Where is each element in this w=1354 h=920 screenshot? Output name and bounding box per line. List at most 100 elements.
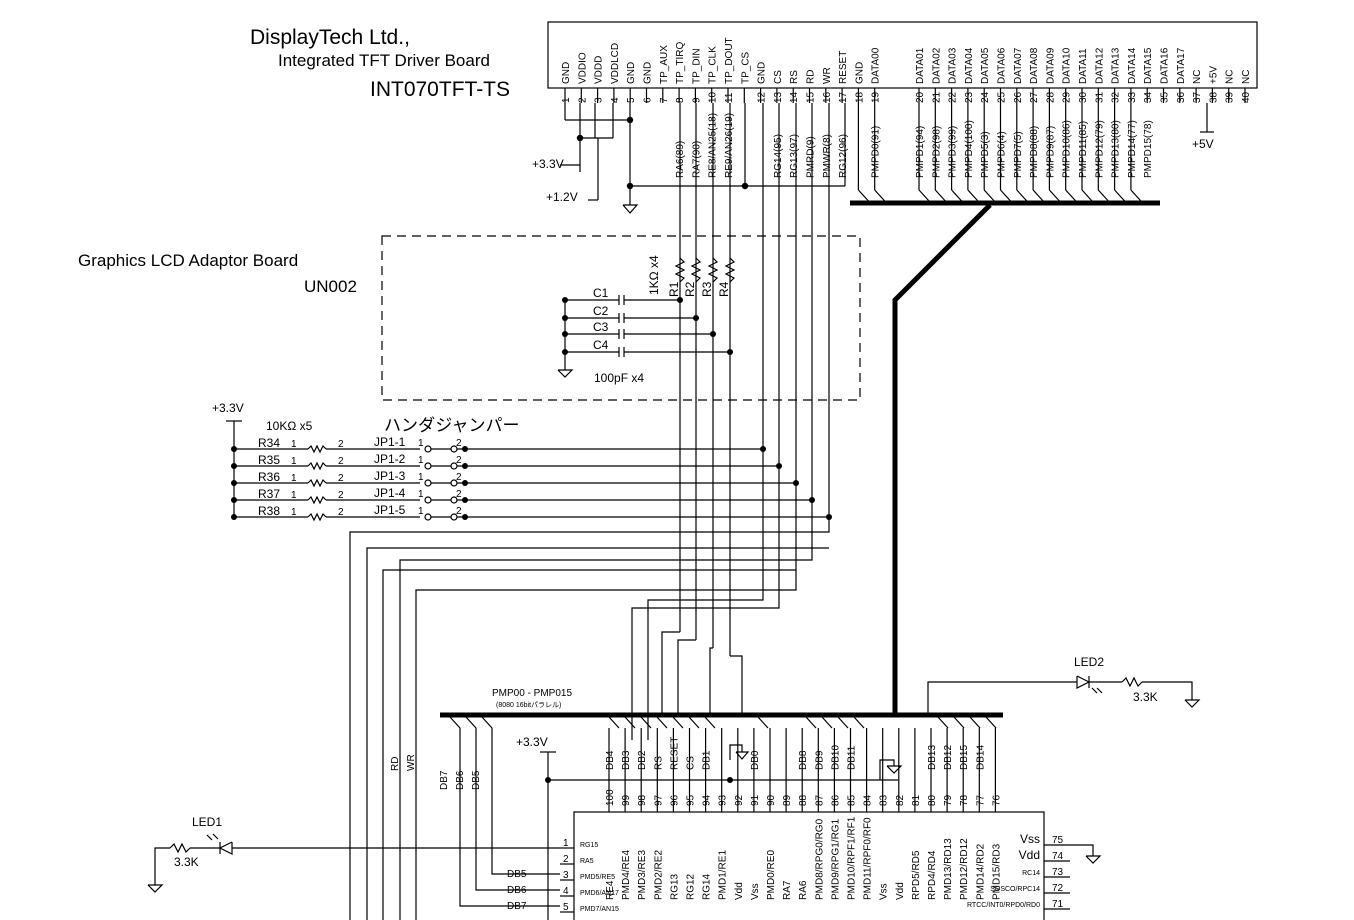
tft-pin-name: RD (806, 70, 817, 84)
mcu-top-net: DB0 (750, 750, 761, 770)
mcu-top-net: DB1 (702, 750, 713, 770)
tft-pin-name: VDDLCD (610, 43, 621, 84)
tft-pin-number: 20 (915, 91, 926, 103)
jumper-resistor-label: R35 (258, 453, 280, 467)
jumper-res-pin2: 2 (338, 473, 344, 484)
bus-sub-label: (8080 16bitパラレル) (496, 701, 561, 709)
mcu-top-net: DB11 (847, 745, 858, 770)
tft-pin-name: TP_AUX (659, 45, 670, 84)
tft-pin-name: DATA00 (871, 47, 882, 84)
jumper-pin2: 2 (456, 455, 462, 466)
tft-pin-net: PMPD15(78) (1143, 120, 1154, 178)
led2-res-label: 3.3K (1133, 690, 1158, 704)
tft-pin-net: PMPD8(88) (1029, 126, 1040, 178)
board-model: INT070TFT-TS (370, 78, 510, 101)
jumper-label: JP1-4 (374, 486, 406, 500)
mcu-db7-label: DB7 (439, 770, 450, 790)
tft-pin-number: 16 (822, 91, 833, 103)
tft-pin-name: DATA13 (1111, 47, 1122, 84)
tft-pin-number: 40 (1241, 91, 1252, 103)
mcu-top-pin-name: Vdd (734, 882, 745, 900)
mcu-top-pin-name: RPD5/RD5 (911, 850, 922, 900)
mcu-left-pin-number: 5 (563, 902, 569, 913)
mcu-top-net: DB12 (943, 745, 954, 770)
mcu-right-pin-name: RC14 (1022, 870, 1040, 877)
tft-pin-name: DATA10 (1062, 47, 1073, 84)
mcu-left-pin-number: 4 (563, 886, 569, 897)
mcu-top-net: DB4 (605, 750, 616, 770)
jumper-res-pin2: 2 (338, 439, 344, 450)
board-subtitle: Integrated TFT Driver Board (278, 51, 490, 70)
tft-pin-number: 19 (871, 91, 882, 103)
company-name: DisplayTech Ltd., (250, 26, 410, 49)
mcu-top-pin-number: 95 (686, 794, 697, 806)
tft-pin-net: PMPD13(80) (1111, 120, 1122, 178)
mcu-top-pin-number: 91 (750, 794, 761, 806)
tft-pin-name: TP_CLK (708, 46, 719, 84)
tft-pin-name: TP_DOUT (724, 37, 735, 84)
jumper-resistor-label: R36 (258, 470, 280, 484)
jumper-res-pin2: 2 (338, 490, 344, 501)
tft-pin-name: DATA07 (1013, 47, 1024, 84)
mcu-left-pin-number: 1 (563, 838, 569, 849)
mcu-vcc-label: +3.3V (516, 735, 548, 749)
tft-pin-name: GND (757, 62, 768, 84)
tft-pin-net: PMPD5(3) (980, 131, 991, 178)
mcu-top-pin-number: 97 (653, 794, 664, 806)
jumper-pin1: 1 (418, 489, 424, 500)
led1-circuit (147, 833, 560, 893)
mcu-left-pin-net: DB6 (507, 885, 527, 896)
mcu-top-pin-number: 93 (718, 794, 729, 806)
mcu-top-pin-number: 78 (959, 794, 970, 806)
jumper-res-value: 10KΩ x5 (266, 419, 313, 433)
tft-pin-name: GND (561, 62, 572, 84)
mcu-right-pin-number: 72 (1052, 883, 1064, 894)
jumper-res-pin1: 1 (291, 473, 297, 484)
mcu-top-net: DB8 (798, 750, 809, 770)
mcu-right-pin-number: 71 (1052, 899, 1064, 910)
tft-pin-name: GND (626, 62, 637, 84)
resistor-label: R1 (667, 281, 681, 297)
led2-circuit (927, 675, 1201, 715)
tft-pin-name: DATA05 (980, 47, 991, 84)
tft-pin-name: DATA04 (964, 47, 975, 84)
mcu-top-pin-name: PMD0/RE0 (766, 850, 777, 900)
tft-pin-number: 14 (789, 91, 800, 103)
tft-pin-number: 30 (1078, 91, 1089, 103)
upper-bus-drops (857, 103, 1142, 202)
tft-pin-number: 15 (806, 91, 817, 103)
tft-pin-name: DATA17 (1176, 47, 1187, 84)
mcu-top-pin-number: 82 (895, 794, 906, 806)
tft-pin-name: WR (822, 67, 833, 84)
tft-pin-name: +5V (1208, 66, 1219, 84)
capacitor-label: C3 (593, 320, 609, 334)
tft-pin-name: NC (1225, 70, 1236, 84)
mcu-top-net: CS (686, 756, 697, 770)
mcu-top-pin-number: 81 (911, 794, 922, 806)
tft-pin-number: 23 (964, 91, 975, 103)
tft-pin-net: RA7(90) (691, 141, 702, 178)
mcu-top-pin-name: PMD15/RD3 (991, 843, 1002, 900)
tft-pin-name: GND (643, 62, 654, 84)
tft-pin-number: 9 (691, 97, 702, 103)
jumper-title: ハンダジャンパー (384, 416, 520, 435)
tft-pin-name: DATA11 (1078, 48, 1089, 84)
tft-pin-net: PMPD9(87) (1045, 126, 1056, 178)
tft-pin-name: DATA02 (931, 47, 942, 84)
mcu-top-pin-name: RPD4/RD4 (927, 850, 938, 900)
jumper-pin2: 2 (456, 472, 462, 483)
mcu-left-pin-number: 2 (563, 854, 569, 865)
bus-riser (892, 203, 992, 715)
power-network (560, 103, 1214, 214)
jumper-resistor-label: R34 (258, 436, 280, 450)
mcu-right-pin-number: 74 (1052, 851, 1064, 862)
mcu-top-pin-name: PMD1/RE1 (718, 850, 729, 900)
bus-label: PMP00 - PMP015 (492, 688, 572, 699)
mcu-top-net: DB9 (814, 750, 825, 770)
mcu-top-pin-name: Vss (750, 883, 761, 900)
mcu-top-pin-name: PMD12/RD12 (959, 838, 970, 900)
jumper-res-pin1: 1 (291, 456, 297, 467)
tft-pin-number: 27 (1029, 91, 1040, 103)
mcu-top-pin-number: 85 (847, 794, 858, 806)
